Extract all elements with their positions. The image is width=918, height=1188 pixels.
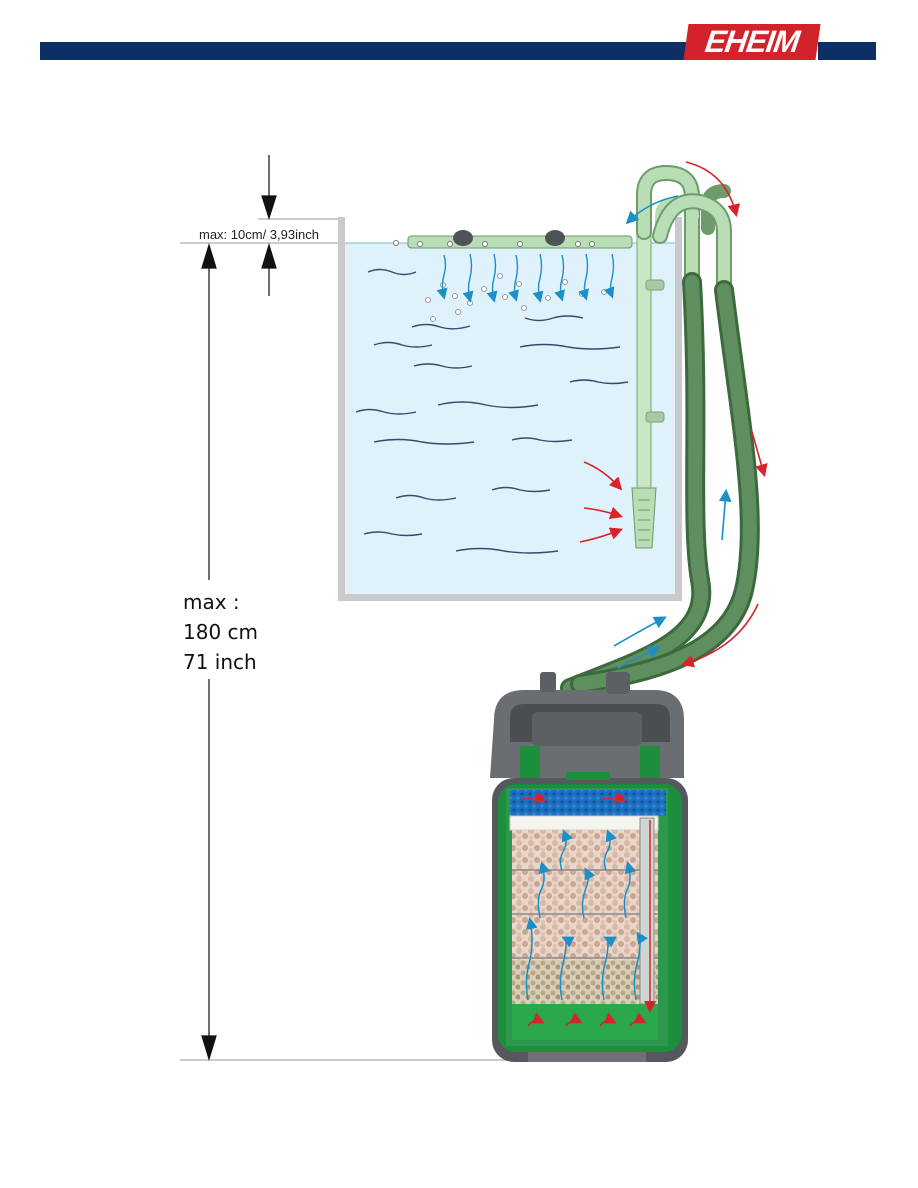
aquarium-tank bbox=[338, 217, 682, 601]
max-above-water-label: max: 10cm/ 3,93inch bbox=[199, 227, 319, 242]
max-height-label-line3: 71 inch bbox=[183, 647, 258, 677]
canister-filter bbox=[490, 672, 688, 1062]
max-height-label-line2: 180 cm bbox=[183, 617, 258, 647]
max-height-label: max : 180 cm 71 inch bbox=[183, 585, 262, 679]
max-height-label-line1: max : bbox=[183, 587, 258, 617]
